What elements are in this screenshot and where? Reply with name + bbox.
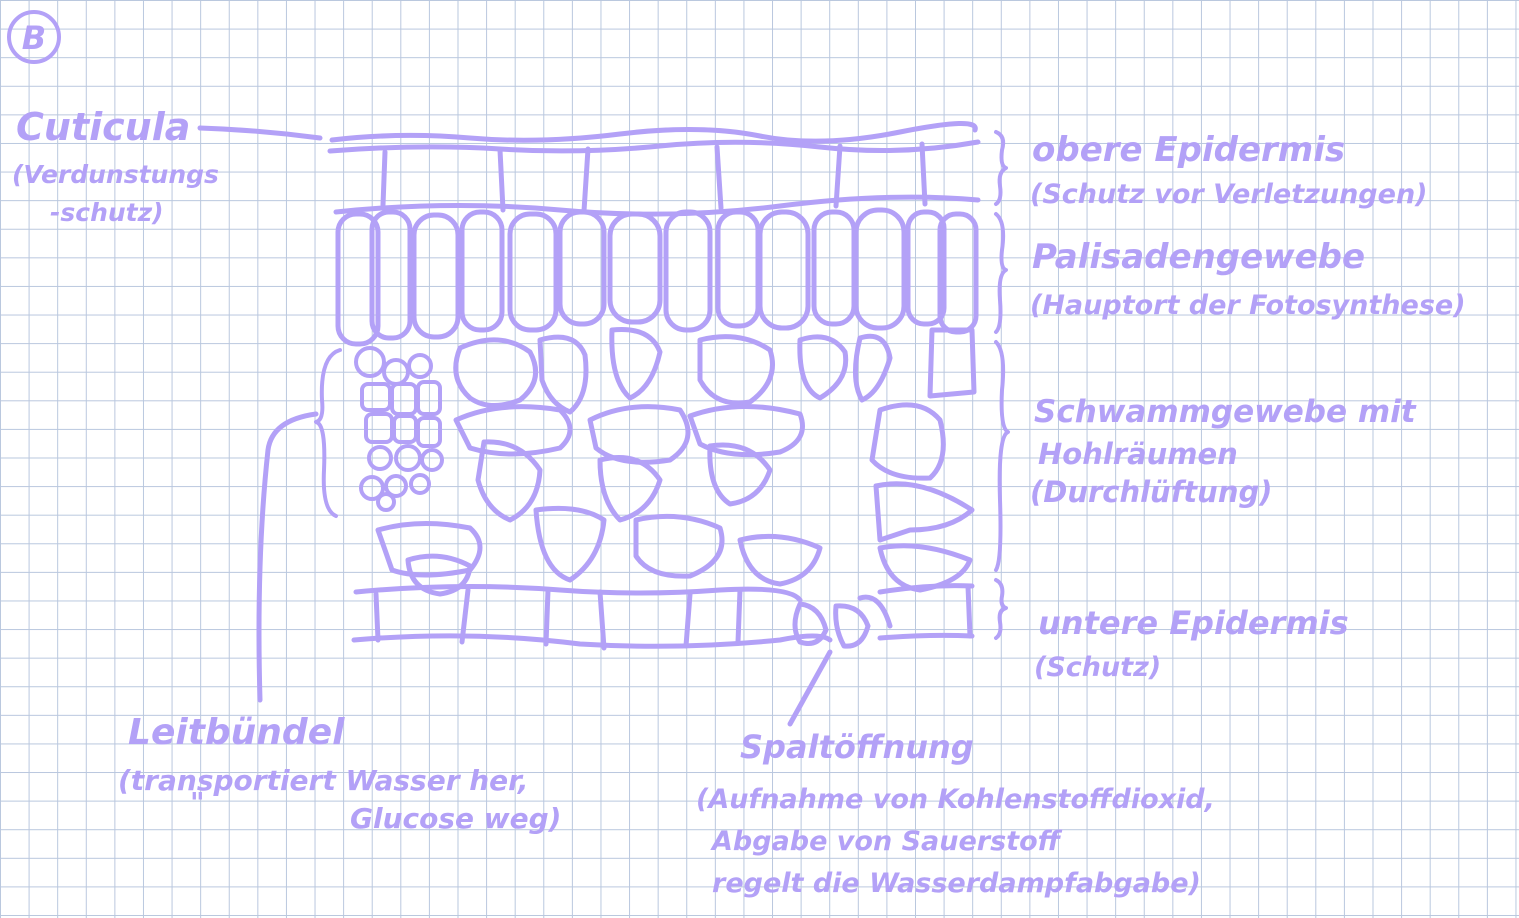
label-lower-epidermis: untere Epidermis [1038, 604, 1349, 642]
label-lower-epidermis-note: (Schutz) [1034, 652, 1161, 683]
upper-epidermis-cells [336, 144, 978, 214]
section-badge: B [9, 12, 59, 62]
label-cuticula: Cuticula [16, 105, 190, 149]
label-upper-epidermis-note: (Schutz vor Verletzungen) [1030, 179, 1428, 210]
label-palisade-note: (Hauptort der Fotosynthese) [1030, 290, 1466, 321]
label-spongy-cavities: Hohlräumen [1038, 437, 1238, 471]
label-vascular-bundle-note-1: (transportiert Wasser her, [118, 764, 529, 797]
label-cuticula-note-2: -schutz) [50, 198, 164, 227]
label-vascular-bundle-ditto: " [190, 786, 205, 819]
label-vascular-bundle-note-2: Glucose weg) [350, 802, 561, 835]
label-stoma-note-1: (Aufnahme von Kohlenstoffdioxid, [696, 784, 1215, 815]
cuticula-layer [330, 123, 978, 151]
palisade-cells [338, 210, 976, 344]
spongy-tissue-cells [378, 329, 974, 594]
label-stoma-note-2: Abgabe von Sauerstoff [710, 826, 1063, 857]
label-stoma-note-3: regelt die Wasserdampfabgabe) [712, 868, 1201, 899]
label-spongy: Schwammgewebe mit [1034, 394, 1417, 430]
label-palisade: Palisadengewebe [1032, 237, 1365, 277]
label-vascular-bundle: Leitbündel [128, 712, 345, 753]
label-spongy-note: (Durchlüftung) [1030, 475, 1272, 509]
vascular-bundle-cells [356, 348, 442, 510]
badge-letter: B [22, 19, 46, 57]
label-cuticula-note-1: (Verdunstungs [12, 160, 219, 189]
label-stoma: Spaltöffnung [740, 728, 974, 766]
stoma-guard-cells [795, 597, 890, 646]
label-upper-epidermis: obere Epidermis [1032, 130, 1345, 170]
